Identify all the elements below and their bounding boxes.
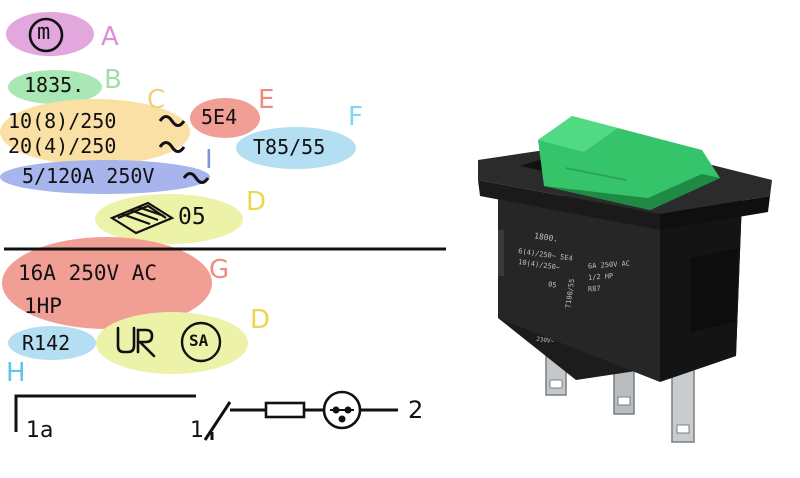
contact-label: 1a xyxy=(26,418,54,443)
ur-mark-icon xyxy=(116,326,156,358)
tilde-icon xyxy=(182,172,210,184)
manufacturer-symbol-icon xyxy=(28,17,64,53)
legend-letter-h: H xyxy=(6,358,26,388)
legend-letter-e: E xyxy=(258,85,275,115)
legend-letter-i: I xyxy=(205,145,213,175)
highlight-f xyxy=(236,127,356,169)
code-marking: 1835. xyxy=(24,73,85,97)
endurance-marking: 5E4 xyxy=(201,105,238,129)
legend-letter-d1: D xyxy=(246,187,267,217)
rating-line-2: 20(4)/250 xyxy=(8,134,117,158)
terminal-1-label: 1 xyxy=(190,418,204,443)
legend-letter-g: G xyxy=(209,255,230,285)
rocker-switch-photo xyxy=(478,116,772,443)
csa-mark-letters: SA xyxy=(189,331,209,350)
rating-line-3: 5/120A 250V xyxy=(22,164,155,188)
legend-letter-a: A xyxy=(101,22,119,52)
manufacturer-symbol-letter: m xyxy=(37,20,51,45)
rating-line-1: 10(8)/250 xyxy=(8,109,117,133)
ul-file-number: R142 xyxy=(22,331,71,355)
circuit-diagram xyxy=(14,390,398,441)
lamp-icon xyxy=(332,406,352,423)
highlight-i xyxy=(0,160,210,194)
ul-rating-line-1: 16A 250V AC xyxy=(18,261,158,285)
enec-number: 05 xyxy=(178,204,206,230)
photo-rating-3: R87 xyxy=(587,284,601,294)
legend-letter-d2: D xyxy=(250,305,271,335)
legend-letter-c: C xyxy=(147,85,166,115)
ul-rating-line-2: 1HP xyxy=(24,294,62,318)
highlight-d2 xyxy=(96,312,248,374)
tilde-icon xyxy=(158,141,186,153)
tilde-icon xyxy=(158,115,186,127)
terminal-2-label: 2 xyxy=(408,396,424,424)
temperature-marking: T85/55 xyxy=(253,135,326,159)
highlight-h xyxy=(8,326,96,360)
highlight-c xyxy=(0,99,190,165)
csa-mark-icon xyxy=(180,321,222,363)
legend-letter-f: F xyxy=(348,102,363,132)
legend-letter-b: B xyxy=(104,65,122,95)
highlight-e xyxy=(190,98,260,138)
enec-mark-icon xyxy=(109,201,175,235)
highlight-b xyxy=(8,70,102,104)
photo-enec: 05 xyxy=(547,280,558,290)
